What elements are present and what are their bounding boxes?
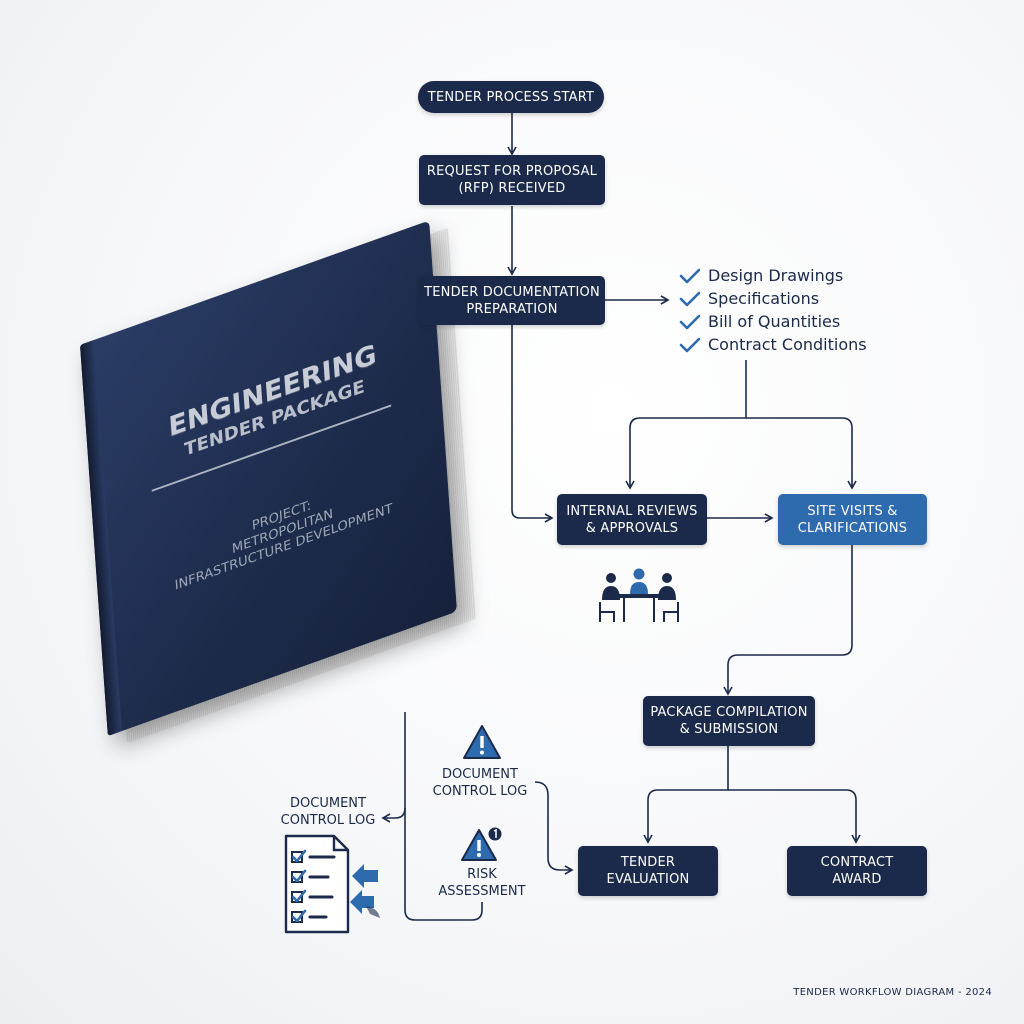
node-contract-award: CONTRACT AWARD bbox=[787, 846, 927, 896]
book-spine bbox=[80, 340, 122, 737]
check-icon bbox=[679, 314, 701, 329]
risk-assessment-label: RISK ASSESSMENT bbox=[438, 867, 526, 899]
checklist-document-icon bbox=[284, 834, 380, 934]
check-icon bbox=[679, 268, 701, 283]
documentation-checklist: Design Drawings Specifications Bill of Q… bbox=[678, 264, 867, 356]
node-tender-evaluation: TENDER EVALUATION bbox=[578, 846, 718, 896]
node-rfp-received: REQUEST FOR PROPOSAL (RFP) RECEIVED bbox=[419, 155, 605, 205]
team-meeting-icon bbox=[599, 568, 679, 622]
check-icon bbox=[679, 337, 701, 352]
node-tender-process-start: TENDER PROCESS START bbox=[418, 81, 604, 113]
warning-icon bbox=[463, 725, 501, 759]
checklist-item: Design Drawings bbox=[678, 264, 867, 287]
node-package-compilation: PACKAGE COMPILATION & SUBMISSION bbox=[643, 696, 815, 746]
risk-warning-icon bbox=[461, 827, 502, 861]
checklist-item-label: Bill of Quantities bbox=[708, 312, 841, 331]
document-control-log-label-left: DOCUMENT CONTROL LOG bbox=[280, 796, 376, 828]
footer-caption: TENDER WORKFLOW DIAGRAM - 2024 bbox=[793, 987, 992, 998]
checklist-item: Contract Conditions bbox=[678, 333, 867, 356]
tender-book: ENGINEERING TENDER PACKAGE PROJECT: METR… bbox=[70, 220, 490, 770]
checklist-item: Bill of Quantities bbox=[678, 310, 867, 333]
node-tender-documentation-preparation: TENDER DOCUMENTATION PREPARATION bbox=[419, 276, 605, 325]
checklist-item-label: Specifications bbox=[708, 289, 820, 308]
check-icon bbox=[679, 291, 701, 306]
document-control-log-label-mid: DOCUMENT CONTROL LOG bbox=[432, 767, 528, 799]
node-site-visits: SITE VISITS & CLARIFICATIONS bbox=[778, 494, 927, 545]
checklist-item-label: Contract Conditions bbox=[708, 335, 867, 354]
checklist-item: Specifications bbox=[678, 287, 867, 310]
checklist-item-label: Design Drawings bbox=[708, 266, 844, 285]
node-internal-reviews: INTERNAL REVIEWS & APPROVALS bbox=[557, 494, 707, 545]
